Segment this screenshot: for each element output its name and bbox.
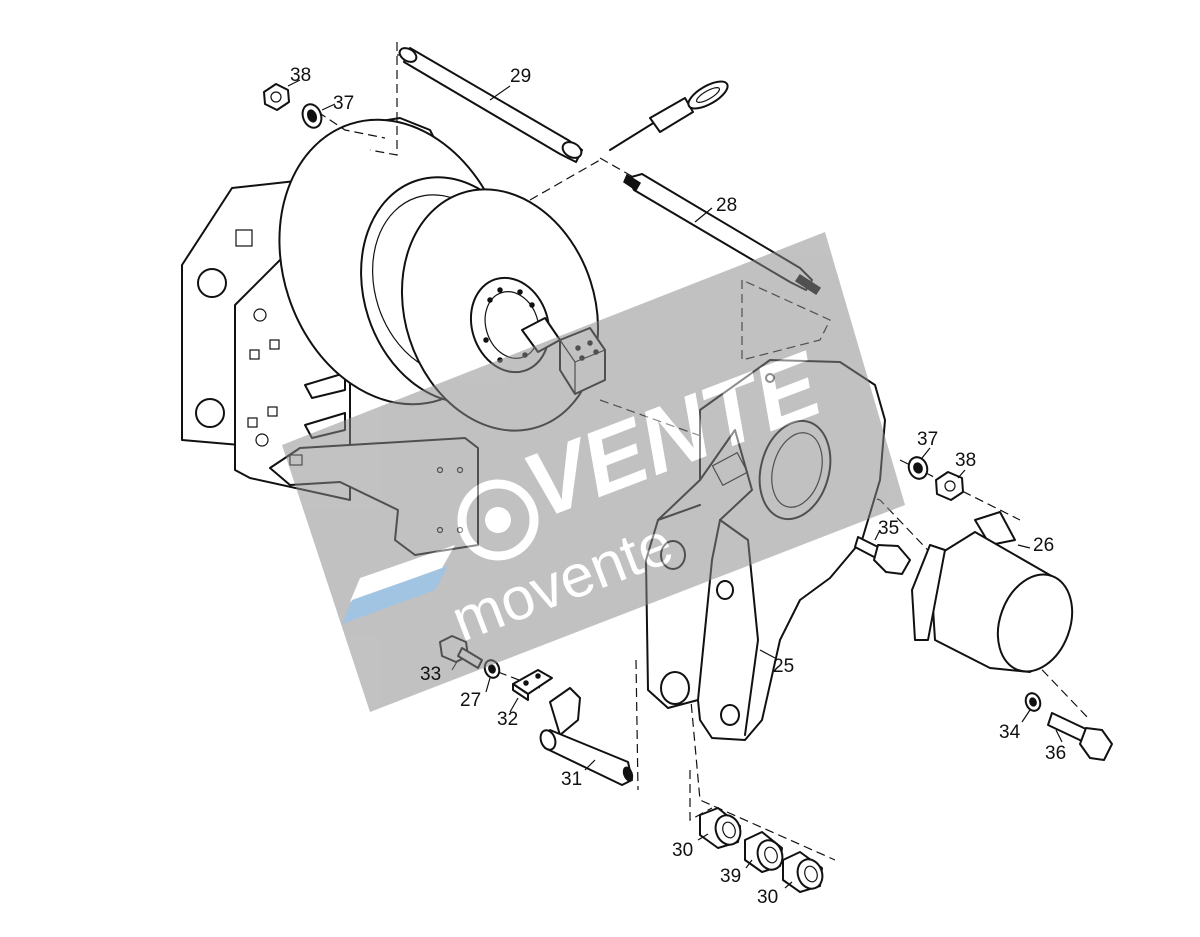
label-28: 28: [716, 195, 737, 216]
label-25: 25: [773, 656, 794, 677]
label-27: 27: [460, 690, 481, 711]
label-32: 32: [497, 709, 518, 730]
watermark: VENTE movente: [282, 232, 905, 712]
watermark-logo-mark: [342, 479, 539, 624]
label-30-a: 30: [672, 840, 693, 861]
label-30-b: 30: [757, 887, 778, 908]
cable-eye-terminal: [609, 80, 729, 151]
part-37-washer-right: [907, 456, 929, 480]
part-number-labels: 38 37 29 28 37 38 35 26 25 33 27 32 31 3…: [290, 65, 1066, 908]
label-39: 39: [720, 866, 741, 887]
part-29-tube: [398, 47, 583, 163]
part-36-bolt: [1047, 712, 1113, 761]
part-37-washer-top: [301, 103, 323, 129]
label-31: 31: [561, 769, 582, 790]
label-35: 35: [878, 518, 899, 539]
label-38-right: 38: [955, 450, 976, 471]
part-31-pin: [539, 687, 634, 786]
part-34-washer: [1024, 692, 1042, 712]
label-37-right: 37: [917, 429, 938, 450]
label-36: 36: [1045, 743, 1066, 764]
winch-drum: [278, 117, 606, 432]
part-38-nut-top: [263, 83, 290, 111]
label-26: 26: [1033, 535, 1054, 556]
label-33: 33: [420, 664, 441, 685]
label-38-top: 38: [290, 65, 311, 86]
part-30-bushing-a: [699, 807, 742, 849]
label-34: 34: [999, 722, 1021, 743]
part-35-bolt: [854, 536, 911, 575]
part-39-bushing: [744, 831, 784, 873]
part-38-nut-right: [935, 471, 964, 501]
leader-lines: [287, 79, 1063, 889]
part-32-plate: [512, 669, 553, 701]
label-29: 29: [510, 66, 531, 87]
part-30-bushing-b: [782, 851, 824, 893]
part-26-cover: [911, 511, 1074, 673]
label-37-top: 37: [333, 93, 354, 114]
